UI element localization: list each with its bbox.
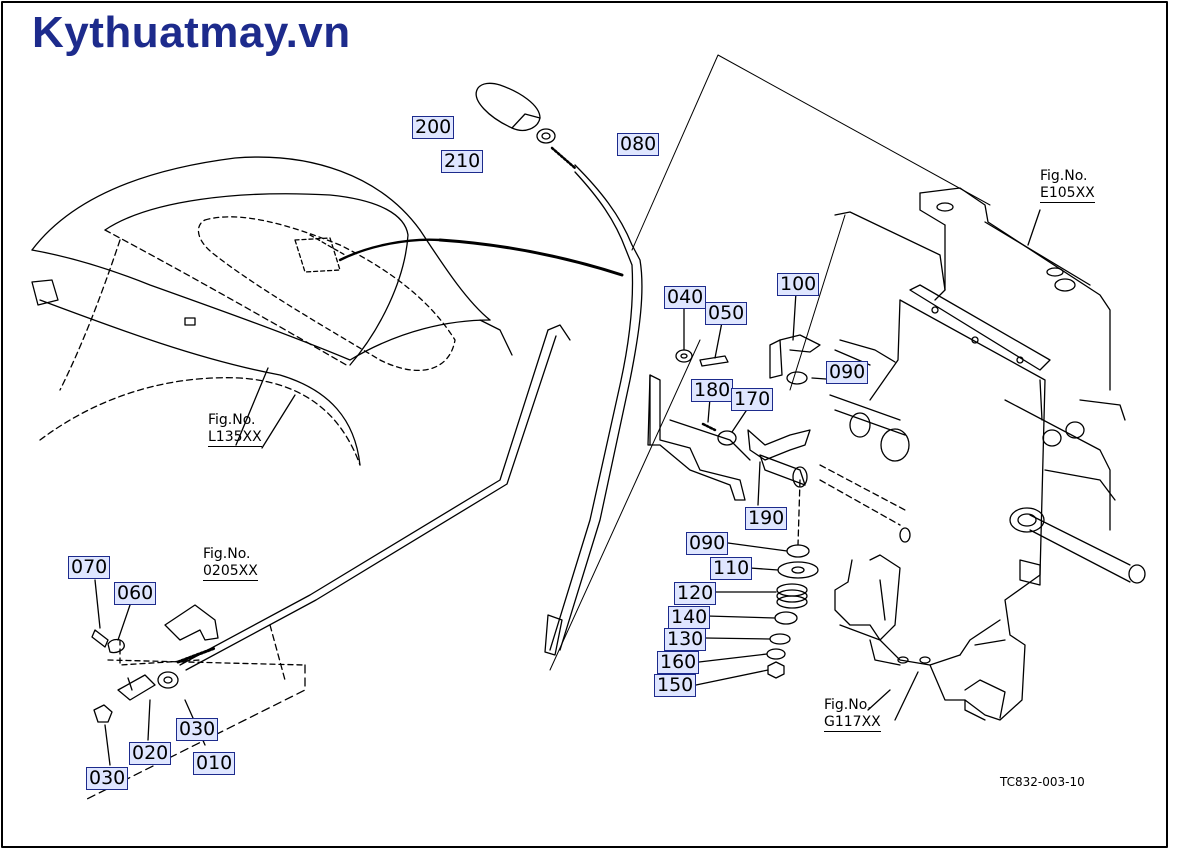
callout-030-left[interactable]: 030 [86,767,129,790]
callout-040[interactable]: 040 [664,286,707,309]
callout-010[interactable]: 010 [193,752,236,775]
pin-070 [91,629,109,648]
washer-090-top [786,371,808,385]
figref-l135[interactable]: Fig.No. L135XX [208,412,262,447]
figref-g117[interactable]: Fig.No. G117XX [824,697,881,732]
joint-020 [117,674,156,701]
callout-080[interactable]: 080 [617,133,660,156]
callout-090-bottom[interactable]: 090 [686,532,729,555]
leader-l135 [235,367,269,446]
lever-080 [544,146,643,656]
linkage-arm [839,339,896,363]
nut-030-left [93,704,113,723]
hood-outline [31,156,513,466]
nut-030-right [157,671,179,689]
callout-170[interactable]: 170 [731,388,774,411]
brand-title: Kythuatmay.vn [32,8,351,57]
callout-100[interactable]: 100 [777,273,820,296]
figref-e105[interactable]: Fig.No. E105XX [1040,168,1095,203]
bracket-0205 [164,604,219,641]
figref-g117-code: G117XX [824,714,881,732]
shift-bracket [647,374,751,501]
main-frame [834,187,1146,721]
washer-110 [777,561,819,579]
callout-110[interactable]: 110 [710,557,753,580]
callout-070[interactable]: 070 [68,556,111,579]
figref-0205-label: Fig.No. [203,546,251,562]
drawing-code: TC832-003-10 [1000,775,1085,789]
figref-0205[interactable]: Fig.No. 0205XX [203,546,258,581]
callout-190[interactable]: 190 [745,507,788,530]
callout-200[interactable]: 200 [412,116,455,139]
spring-120 [776,583,808,609]
pin-180 [701,422,717,432]
clip-060 [107,638,125,654]
washer-090-bottom [786,544,810,558]
figref-l135-label: Fig.No. [208,412,256,428]
callout-020[interactable]: 020 [129,742,172,765]
page-border [1,1,1168,848]
figref-e105-label: Fig.No. [1040,168,1088,184]
figref-l135-code: L135XX [208,429,262,447]
callout-120[interactable]: 120 [674,582,717,605]
cable-guide [294,234,624,277]
washer-040 [675,349,693,363]
callout-130[interactable]: 130 [664,628,707,651]
arm-190 [747,429,811,488]
callout-180[interactable]: 180 [691,379,734,402]
washer-140 [774,611,798,625]
nut-150 [767,661,785,679]
figref-g117-label: Fig.No. [824,697,872,713]
pin-050 [699,355,729,367]
washer-130 [769,633,791,645]
nut-210 [536,128,556,144]
washer-160 [766,648,786,660]
callout-030-right[interactable]: 030 [176,718,219,741]
washer-170 [717,430,737,446]
callout-140[interactable]: 140 [668,606,711,629]
figref-0205-code: 0205XX [203,563,258,581]
rod-010 [176,324,571,671]
main-shaft [819,394,911,543]
knob-200 [475,82,541,132]
callout-090-top[interactable]: 090 [826,361,869,384]
callout-160[interactable]: 160 [657,651,700,674]
callout-050[interactable]: 050 [705,302,748,325]
figref-e105-code: E105XX [1040,185,1095,203]
callout-210[interactable]: 210 [441,150,484,173]
callout-060[interactable]: 060 [114,582,157,605]
callout-150[interactable]: 150 [654,674,697,697]
